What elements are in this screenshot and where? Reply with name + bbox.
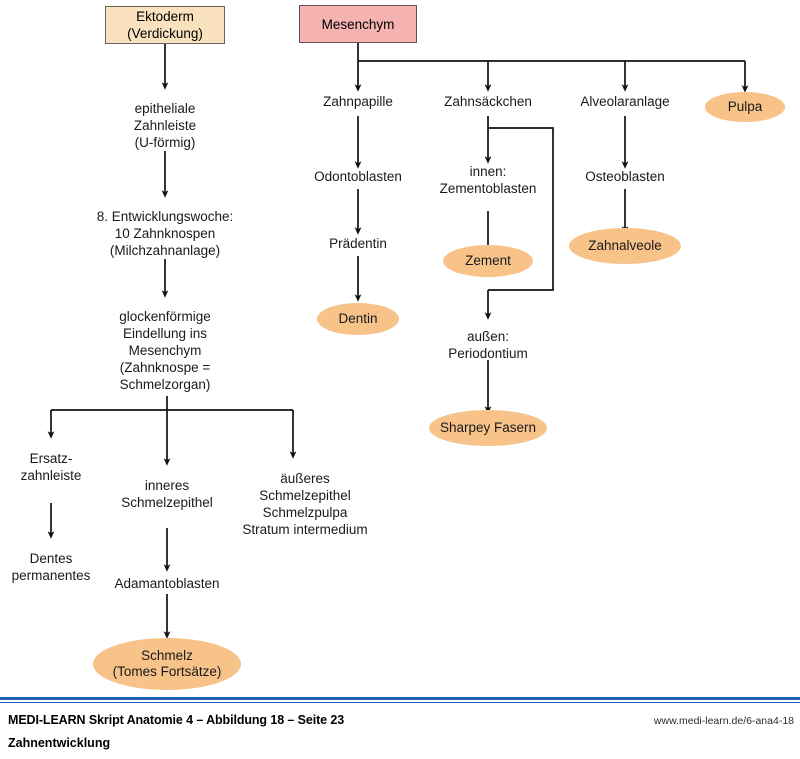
node-odontoblasten: Odontoblasten <box>314 169 402 184</box>
flowchart-connectors <box>47 43 749 639</box>
node-glockenfoermige-eindellung: glockenförmige Eindellung ins Mesenchym … <box>119 309 211 392</box>
node-zement: Zement <box>443 245 533 277</box>
node-aussen-periodontium: außen: Periodontium <box>448 329 528 361</box>
node-zahnsaeckchen: Zahnsäckchen <box>444 94 532 109</box>
node-innen-zementoblasten: innen: Zementoblasten <box>439 164 537 196</box>
edge-zahnsaeckchen-loop <box>488 127 554 291</box>
node-sharpey-fasern: Sharpey Fasern <box>429 410 547 446</box>
node-entwicklungswoche: 8. Entwicklungswoche: 10 Zahnknospen (Mi… <box>96 209 234 258</box>
node-alveolaranlage: Alveolaranlage <box>580 94 670 109</box>
figure-footer: MEDI-LEARN Skript Anatomie 4 – Abbildung… <box>0 697 800 759</box>
footer-rule-thin <box>0 702 800 703</box>
node-dentes-permanentes: Dentes permanentes <box>11 551 91 583</box>
node-schmelz: Schmelz (Tomes Fortsätze) <box>93 638 241 690</box>
node-mesenchym: Mesenchym <box>299 5 417 43</box>
node-adamantoblasten: Adamantoblasten <box>114 576 220 591</box>
node-praedentin: Prädentin <box>329 236 387 251</box>
node-ersatzzahnleiste: Ersatz- zahnleiste <box>20 451 82 483</box>
footer-rule-thick <box>0 697 800 700</box>
footer-citation: MEDI-LEARN Skript Anatomie 4 – Abbildung… <box>8 713 345 727</box>
node-zahnalveole: Zahnalveole <box>569 228 681 264</box>
footer-figure-title: Zahnentwicklung <box>8 736 111 750</box>
node-aeusseres-schmelzepithel: äußeres Schmelzepithel Schmelzpulpa Stra… <box>242 471 368 537</box>
node-dentin: Dentin <box>317 303 399 335</box>
footer-url: www.medi-learn.de/6-ana4-18 <box>653 715 794 727</box>
node-inneres-schmelzepithel: inneres Schmelzepithel <box>121 478 213 510</box>
node-zahnpapille: Zahnpapille <box>323 94 393 109</box>
node-ektoderm: Ektoderm (Verdickung) <box>105 6 225 44</box>
node-epitheliale-zahnleiste: epitheliale Zahnleiste (U-förmig) <box>133 101 197 150</box>
node-osteoblasten: Osteoblasten <box>585 169 665 184</box>
node-pulpa: Pulpa <box>705 92 785 122</box>
